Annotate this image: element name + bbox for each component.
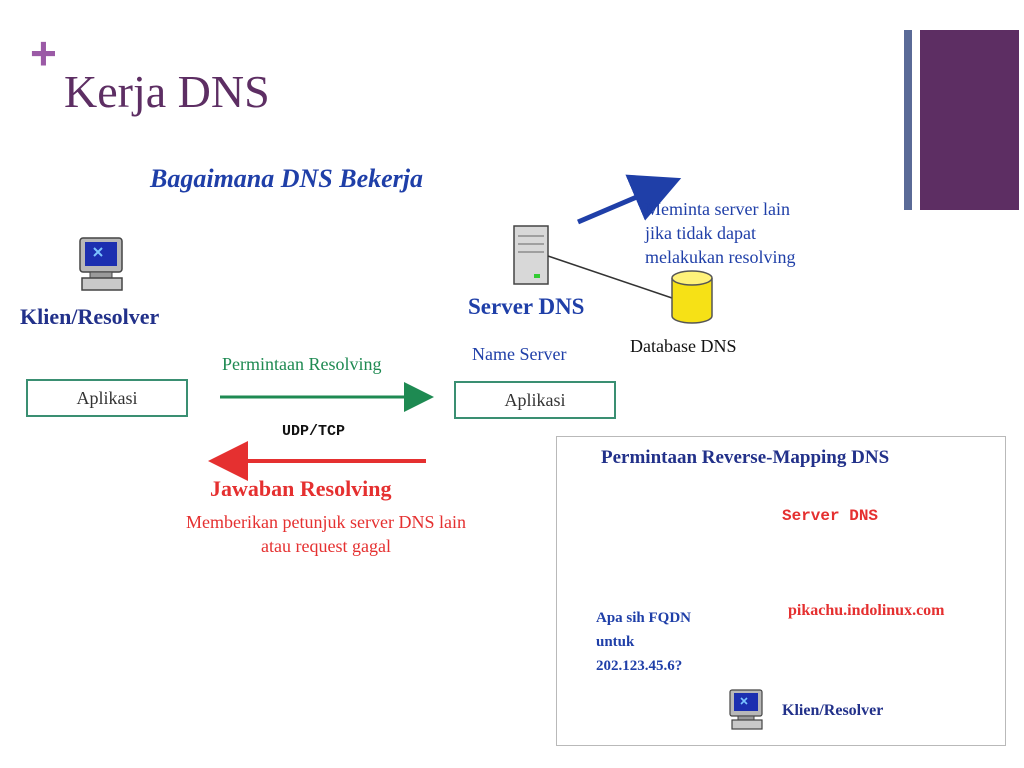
inset-question-line: Apa sih FQDN bbox=[596, 610, 692, 626]
inset-question-line: 202.123.45.6? bbox=[596, 658, 683, 674]
name-server-label: Name Server bbox=[472, 344, 567, 364]
inset-title: Permintaan Reverse-Mapping DNS bbox=[601, 447, 890, 468]
client-computer-icon bbox=[79, 237, 123, 291]
forward-note-line: melakukan resolving bbox=[645, 247, 796, 267]
decor-bar-thin bbox=[904, 30, 912, 210]
server-app-box: Aplikasi bbox=[454, 381, 616, 419]
answer-title: Jawaban Resolving bbox=[210, 476, 392, 501]
server-label: Server DNS bbox=[468, 294, 585, 319]
client-label: Klien/Resolver bbox=[20, 304, 160, 329]
client-app-label: Aplikasi bbox=[76, 387, 138, 408]
inset-client-label: Klien/Resolver bbox=[782, 702, 884, 719]
forward-note-line: Meminta server lain bbox=[645, 199, 790, 219]
server-db-connector bbox=[547, 255, 673, 299]
client-app-box: Aplikasi bbox=[26, 379, 188, 417]
forward-request-arrow bbox=[577, 174, 682, 225]
database-cylinder-icon bbox=[671, 270, 713, 324]
inset-server-label: Server DNS bbox=[782, 507, 879, 525]
server-tower-icon bbox=[513, 225, 549, 285]
slide-title: Kerja DNS bbox=[64, 66, 270, 117]
inset-question-line: untuk bbox=[596, 634, 635, 650]
decor-bar-thick bbox=[920, 30, 1019, 210]
inset-question: Apa sih FQDN untuk 202.123.45.6? bbox=[596, 606, 691, 678]
database-label: Database DNS bbox=[630, 336, 737, 356]
answer-desc-line: atau request gagal bbox=[261, 536, 391, 556]
server-app-label: Aplikasi bbox=[504, 389, 566, 410]
diagram-title: Bagaimana DNS Bekerja bbox=[150, 164, 424, 193]
protocol-label: UDP/TCP bbox=[282, 423, 346, 440]
answer-desc-line: Memberikan petunjuk server DNS lain bbox=[186, 512, 466, 532]
forward-note-line: jika tidak dapat bbox=[645, 223, 756, 243]
plus-mark: + bbox=[30, 27, 57, 79]
answer-description: Memberikan petunjuk server DNS lain atau… bbox=[140, 510, 512, 558]
forward-note: Meminta server lain jika tidak dapat mel… bbox=[645, 197, 795, 269]
inset-answer: pikachu.indolinux.com bbox=[788, 602, 945, 619]
request-label: Permintaan Resolving bbox=[222, 354, 382, 374]
reverse-mapping-panel bbox=[556, 436, 1006, 746]
